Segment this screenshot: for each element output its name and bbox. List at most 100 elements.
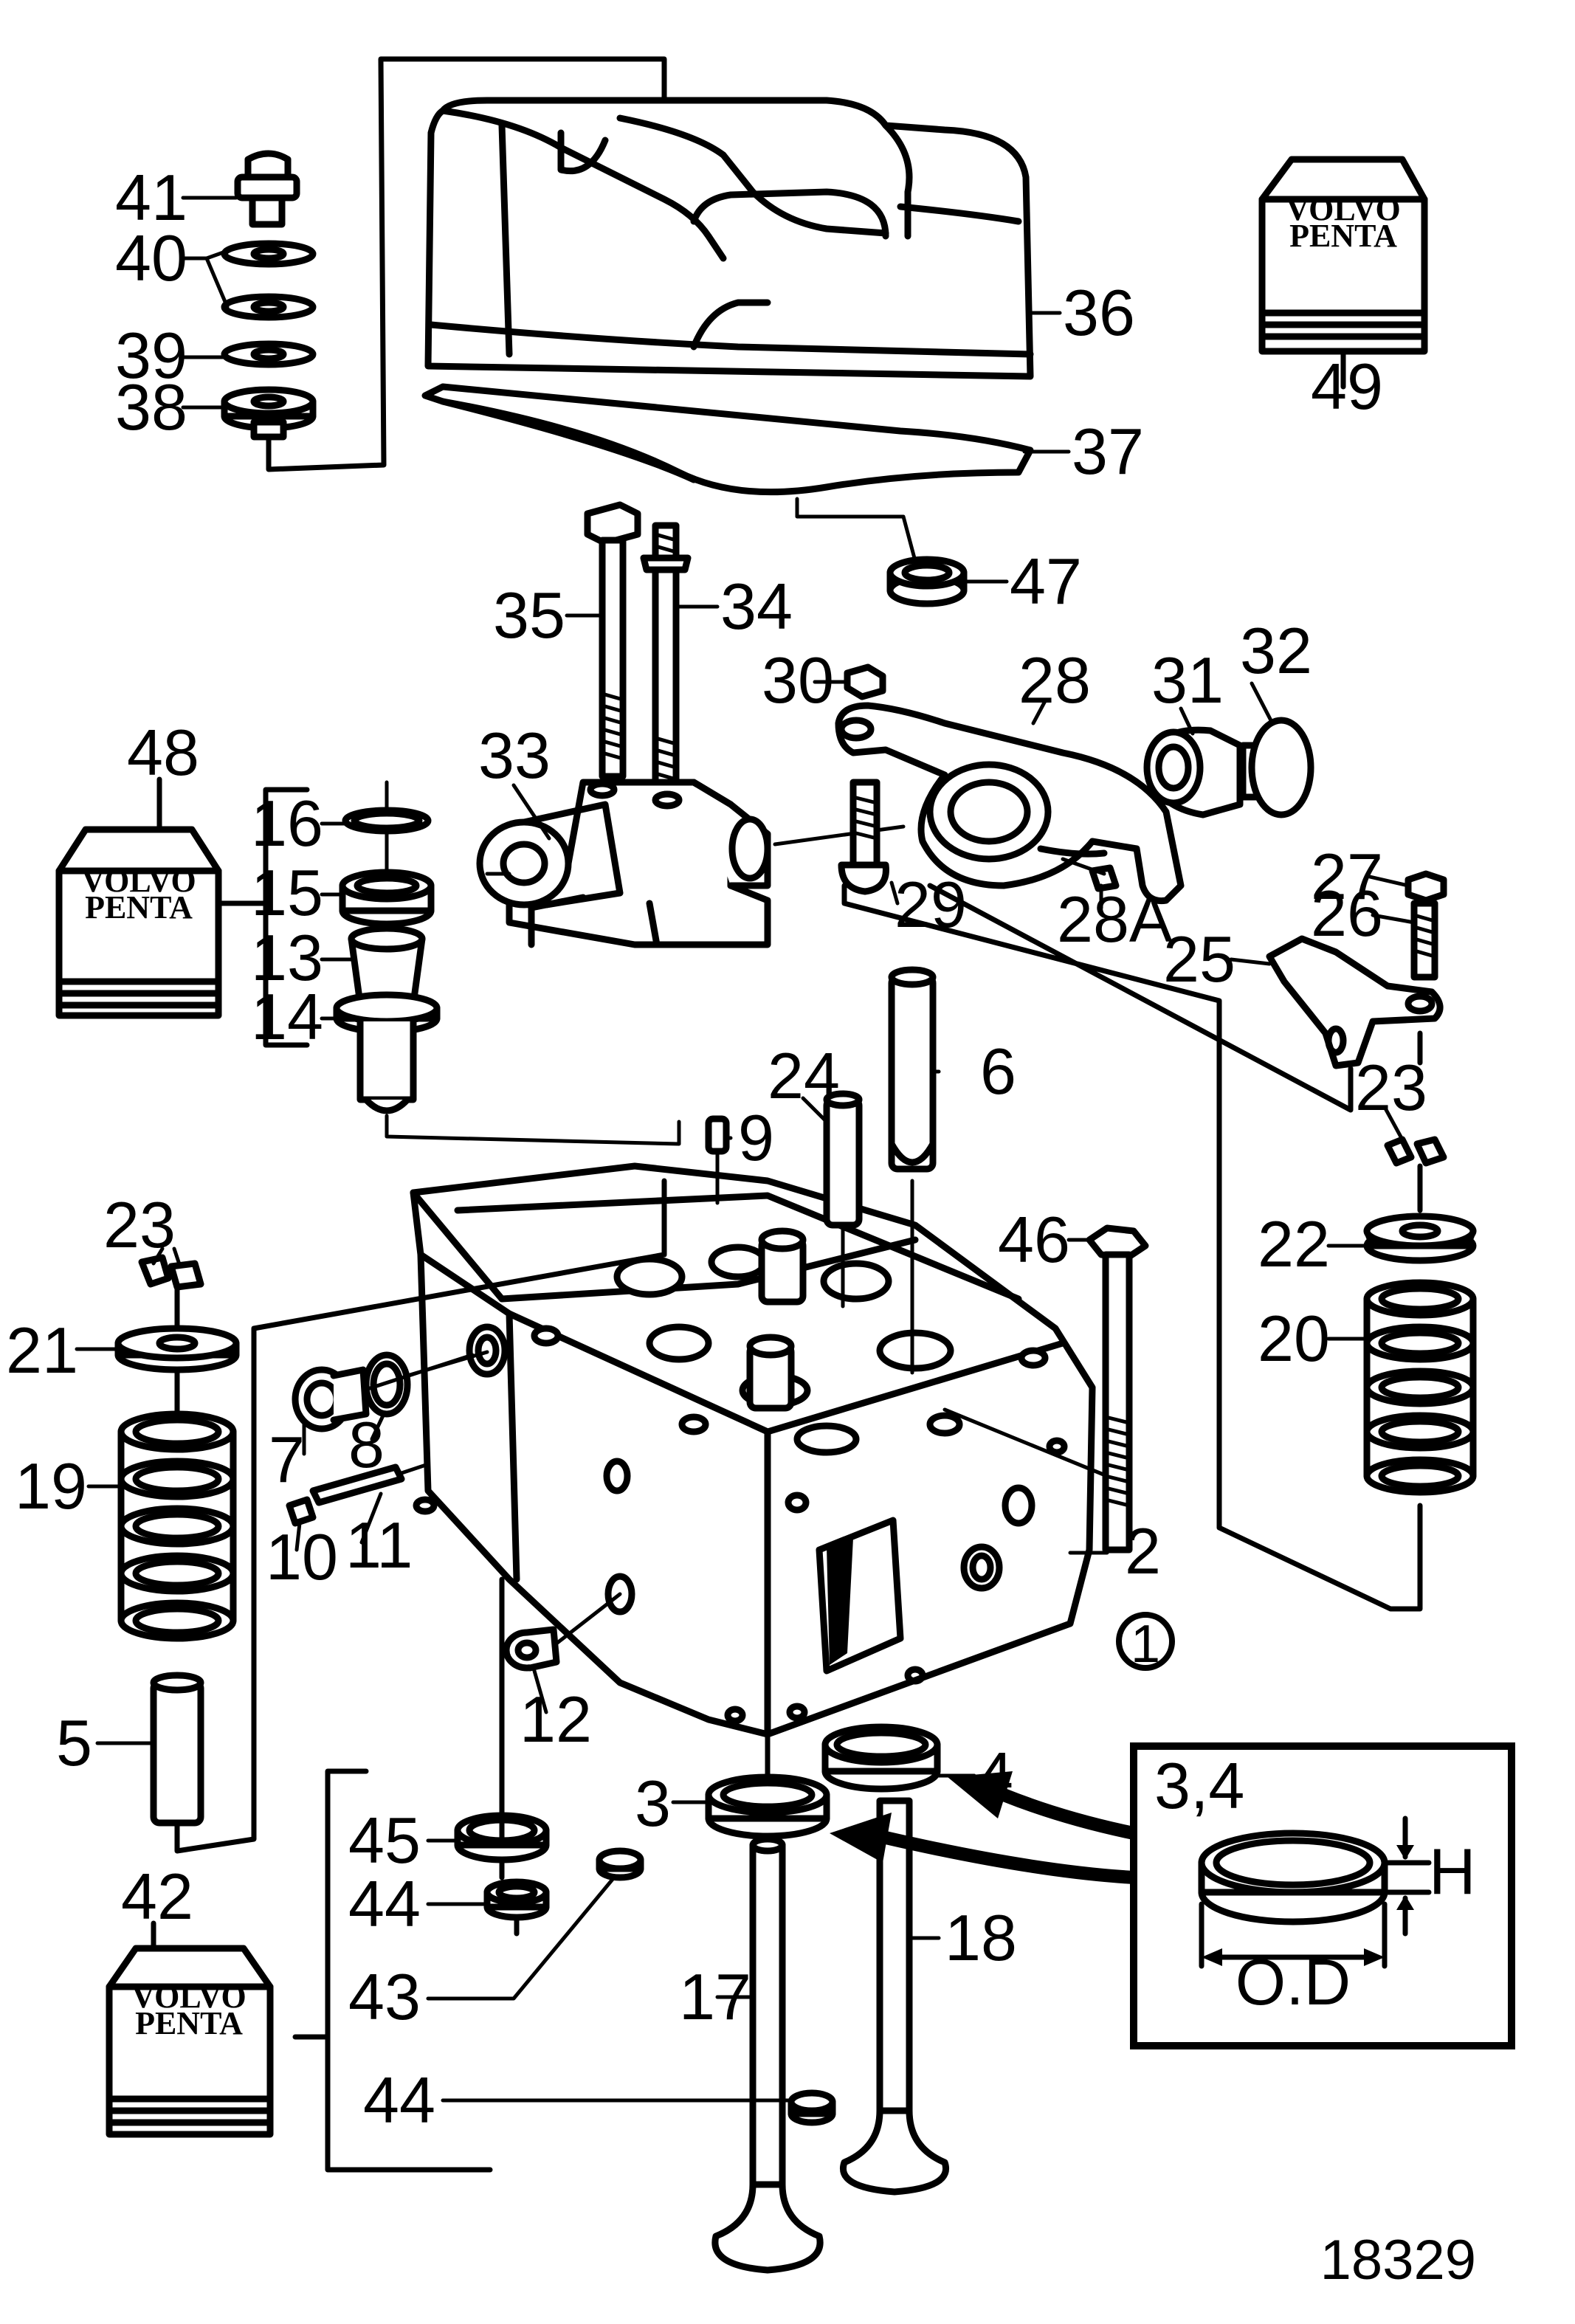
valve-cover-36 bbox=[424, 97, 1034, 380]
leaders-guides bbox=[841, 1179, 914, 1375]
callout-42: 42 bbox=[121, 1860, 193, 1933]
valve-seal-44-lower bbox=[788, 2089, 836, 2126]
callout-7: 7 bbox=[269, 1423, 305, 1496]
adjusting-screw-29 bbox=[838, 779, 889, 895]
washers-40 bbox=[221, 240, 317, 321]
callout-23-right: 23 bbox=[1355, 1051, 1427, 1124]
callout-34: 34 bbox=[720, 570, 793, 643]
o-ring-16 bbox=[342, 807, 432, 835]
grommet-38 bbox=[221, 386, 317, 441]
bracket-kit-42 bbox=[292, 1576, 520, 2173]
callout-45: 45 bbox=[348, 1804, 421, 1877]
stud-34 bbox=[640, 522, 692, 792]
callout-40: 40 bbox=[115, 221, 187, 294]
bushing-31 bbox=[1143, 726, 1244, 818]
callout-labels: 2 3 4 5 6 7 8 9 10 11 12 13 14 15 16 17 … bbox=[6, 161, 1427, 2137]
leader-left-spring bbox=[174, 1178, 667, 1854]
callout-20: 20 bbox=[1258, 1302, 1330, 1375]
detail-arrows bbox=[830, 1771, 1135, 1884]
callout-43: 43 bbox=[348, 1960, 421, 2033]
callout-38: 38 bbox=[115, 370, 187, 444]
callout-16: 16 bbox=[251, 787, 323, 860]
pin-28a bbox=[1061, 857, 1120, 892]
brand-line-1-42: VOLVO bbox=[131, 1979, 247, 2015]
washer-39 bbox=[221, 340, 317, 368]
valve-collets-23-left bbox=[138, 1254, 204, 1291]
callout-17: 17 bbox=[679, 1960, 751, 2033]
valve-seat-3 bbox=[705, 1773, 830, 1840]
valve-18 bbox=[840, 1797, 949, 2196]
seal-47 bbox=[886, 556, 968, 607]
valve-collets-23-right bbox=[1384, 1136, 1447, 1167]
callout-48: 48 bbox=[127, 716, 199, 789]
callout-12: 12 bbox=[520, 1683, 592, 1756]
washer-32 bbox=[1239, 717, 1314, 818]
cylinder-head-2 bbox=[410, 1162, 1096, 1738]
callout-32: 32 bbox=[1240, 614, 1312, 687]
callout-13: 13 bbox=[251, 921, 323, 994]
cap-nut-41 bbox=[234, 150, 300, 228]
spring-retainer-22 bbox=[1363, 1213, 1477, 1264]
callout-28a: 28A bbox=[1057, 883, 1173, 956]
bridge-25 bbox=[1266, 935, 1444, 1069]
callout-46: 46 bbox=[998, 1203, 1070, 1276]
brand-line-2-48: PENTA bbox=[85, 889, 193, 925]
marker-label: 1 bbox=[1131, 1615, 1160, 1674]
plug-12 bbox=[503, 1626, 560, 1672]
callout-41: 41 bbox=[115, 161, 187, 234]
volvo-penta-kit-box-48: VOLVO PENTA bbox=[55, 826, 222, 1019]
bolt-46 bbox=[1086, 1224, 1149, 1554]
sleeve-15 bbox=[339, 869, 435, 928]
injector-sleeve-13-14 bbox=[333, 925, 441, 1114]
callout-6: 6 bbox=[980, 1035, 1016, 1108]
drawing-number: 18329 bbox=[1320, 2229, 1476, 2292]
callout-15: 15 bbox=[251, 856, 323, 929]
callout-2: 2 bbox=[1125, 1514, 1161, 1587]
callout-leaders bbox=[75, 196, 1416, 2103]
nut-27 bbox=[1405, 870, 1447, 904]
brand-line-2-49: PENTA bbox=[1289, 218, 1397, 254]
detail-box-seat-dimensions: 3,4 H O.D bbox=[1130, 1742, 1515, 2049]
valve-cover-gasket-37 bbox=[421, 383, 1034, 496]
rocker-bracket-33 bbox=[476, 779, 771, 948]
callout-39: 39 bbox=[115, 319, 187, 392]
valve-seat-4 bbox=[821, 1723, 941, 1793]
callout-36: 36 bbox=[1063, 276, 1135, 349]
callout-30: 30 bbox=[762, 644, 834, 717]
callout-44-lower: 44 bbox=[363, 2063, 435, 2137]
callout-3: 3 bbox=[635, 1767, 671, 1840]
callout-24: 24 bbox=[768, 1039, 840, 1112]
callout-22: 22 bbox=[1258, 1207, 1330, 1280]
callout-28: 28 bbox=[1019, 644, 1091, 717]
callout-27: 27 bbox=[1311, 840, 1383, 913]
brand-line-2-42: PENTA bbox=[135, 2005, 243, 2041]
callout-25: 25 bbox=[1163, 923, 1235, 996]
callout-47: 47 bbox=[1010, 545, 1082, 618]
rocker-arm-28 bbox=[835, 702, 1185, 905]
bolt-35 bbox=[584, 501, 641, 780]
callout-21: 21 bbox=[6, 1314, 78, 1387]
callout-10: 10 bbox=[266, 1520, 338, 1593]
adjusting-screw-26 bbox=[1410, 900, 1438, 981]
callout-31: 31 bbox=[1151, 644, 1224, 717]
marker-circle-1: 1 bbox=[1116, 1612, 1175, 1674]
callout-19: 19 bbox=[15, 1449, 87, 1523]
nut-30 bbox=[844, 663, 886, 700]
callout-33: 33 bbox=[478, 719, 551, 792]
valve-spring-20 bbox=[1363, 1279, 1477, 1496]
valve-spring-19 bbox=[117, 1410, 237, 1642]
spring-retainer-21 bbox=[114, 1325, 240, 1373]
pin-11 bbox=[309, 1463, 405, 1506]
pin-9 bbox=[705, 1115, 730, 1155]
valve-guide-5 bbox=[150, 1672, 204, 1827]
callout-4: 4 bbox=[977, 1739, 1013, 1812]
leaders-small-parts bbox=[361, 1149, 720, 1648]
callout-49: 49 bbox=[1311, 350, 1383, 423]
callout-35: 35 bbox=[493, 579, 565, 652]
callout-9: 9 bbox=[738, 1101, 774, 1174]
brand-line-1-49: VOLVO bbox=[1286, 191, 1401, 227]
seal-43 bbox=[596, 1847, 644, 1881]
callout-8: 8 bbox=[348, 1408, 385, 1481]
valve-guide-24 bbox=[823, 1090, 863, 1229]
